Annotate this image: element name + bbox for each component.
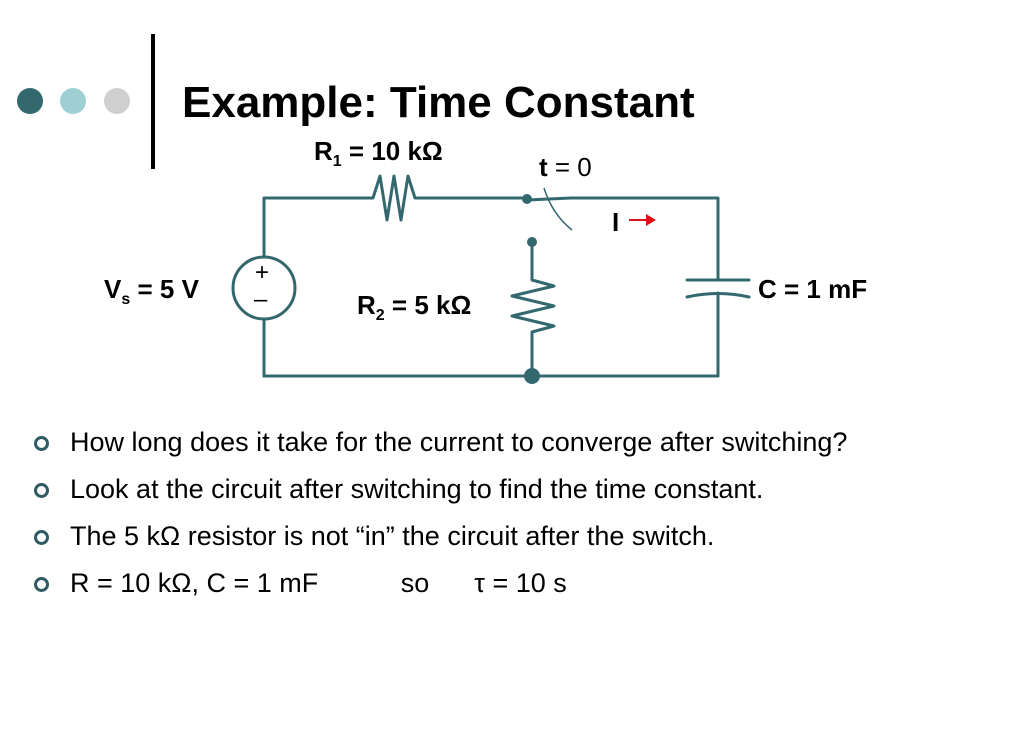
switch-pivot <box>522 194 532 204</box>
nav-dot-1 <box>17 88 43 114</box>
bullet-text: How long does it take for the current to… <box>70 427 848 457</box>
vs-label: Vs = 5 V <box>104 274 199 309</box>
nav-dot-2 <box>60 88 86 114</box>
circuit-wires <box>231 174 751 378</box>
bullet-circle-icon <box>34 436 49 451</box>
bullet-item: How long does it take for the current to… <box>34 423 994 461</box>
slide-title: Example: Time Constant <box>182 78 695 127</box>
title-divider <box>151 34 155 169</box>
current-label: I <box>612 207 620 237</box>
bullet-text: The 5 kΩ resistor is not “in” the circui… <box>70 521 715 551</box>
resistor-r1 <box>360 174 529 222</box>
resistor-r2 <box>510 240 556 378</box>
bullet-circle-icon <box>34 577 49 592</box>
ground-node <box>524 368 540 384</box>
r1-label: R1 = 10 kΩ <box>314 136 443 171</box>
capacitor-label: C = 1 mF <box>758 274 868 304</box>
bullet-circle-icon <box>34 483 49 498</box>
nav-dot-3 <box>104 88 130 114</box>
bullet-item: R = 10 kΩ, C = 1 mF so τ = 10 s <box>34 564 994 602</box>
current-arrow-head <box>646 214 656 226</box>
r2-label: R2 = 5 kΩ <box>357 290 472 325</box>
bullet-text: Look at the circuit after switching to f… <box>70 474 764 504</box>
switch-right-wire <box>569 196 720 282</box>
bullet-item: Look at the circuit after switching to f… <box>34 470 994 508</box>
switch-blade <box>525 196 573 202</box>
bullet-list: How long does it take for the current to… <box>34 423 994 611</box>
source-plus-sign: + <box>255 259 270 286</box>
bullet-item: The 5 kΩ resistor is not “in” the circui… <box>34 517 994 555</box>
slide-nav-dots <box>17 88 137 116</box>
source-minus-sign: – <box>254 286 268 313</box>
switch-time-label: t = 0 <box>539 152 592 182</box>
switch-arc <box>543 187 573 231</box>
bullet-circle-icon <box>34 530 49 545</box>
switch-contact <box>527 237 537 247</box>
bullet-text: R = 10 kΩ, C = 1 mF so τ = 10 s <box>70 568 567 598</box>
voltage-source <box>231 255 297 321</box>
